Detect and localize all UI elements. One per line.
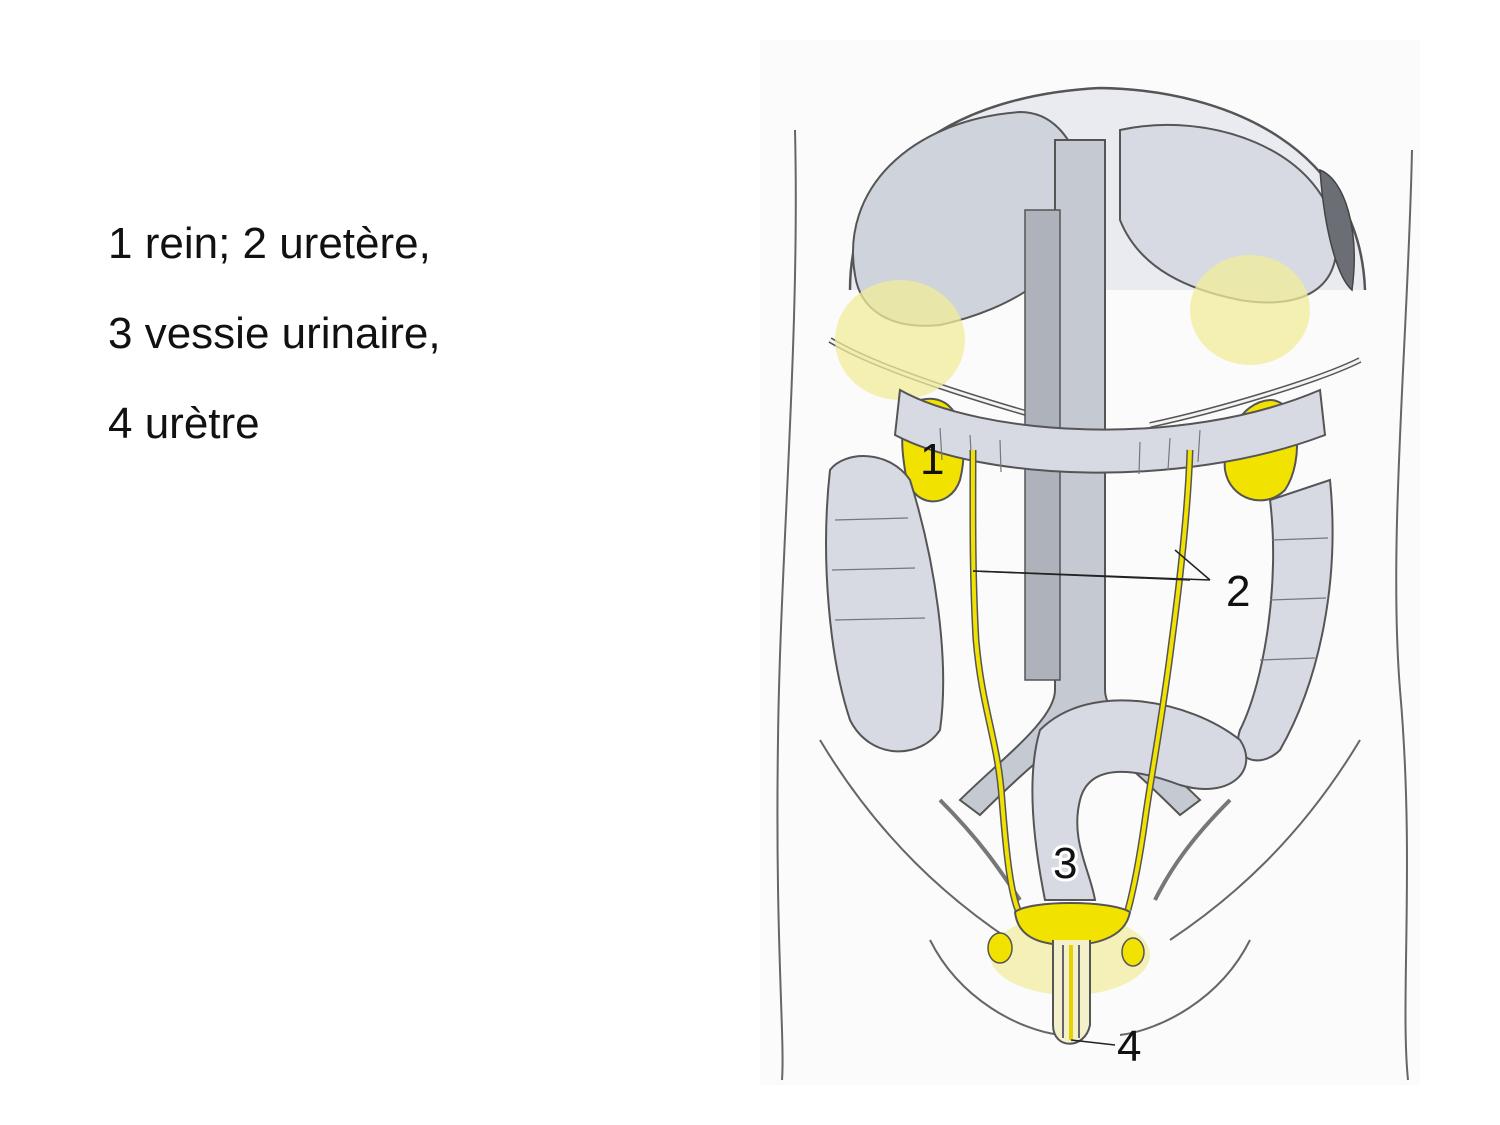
legend-line-urethra: 4 urètre — [108, 399, 260, 448]
gland-right — [1121, 937, 1145, 967]
descending-colon — [1237, 478, 1334, 762]
leader-line-urethra — [1070, 1039, 1116, 1046]
leader-line-ureter-right — [1174, 549, 1211, 581]
urinary-bladder — [1013, 902, 1132, 947]
anatomy-illustration: 1 2 3 4 — [760, 40, 1420, 1085]
colon-haustra — [831, 427, 1329, 661]
stomach — [1119, 123, 1338, 304]
rib — [1149, 358, 1361, 427]
pelvis-line-left — [819, 739, 1011, 941]
legend: 1 rein; 2 uretère, 3 vessie urinaire, 4 … — [108, 222, 668, 492]
pelvis-line-right — [1169, 739, 1361, 941]
ureter-left — [970, 449, 1020, 911]
ascending-colon — [825, 455, 945, 753]
transverse-colon — [893, 388, 1327, 474]
ureter-right — [1126, 449, 1192, 911]
pelvis-floor-right — [1119, 939, 1251, 1036]
gland-left — [987, 932, 1013, 964]
label-kidney: 1 — [920, 435, 944, 484]
pelvis-floor-left — [929, 939, 1061, 1036]
label-urethra: 4 — [1117, 1022, 1141, 1071]
kidney-upper-right-glow — [1190, 255, 1310, 365]
torso-outline-right — [1395, 149, 1413, 1081]
urinary-system-diagram: 1 2 3 4 — [760, 40, 1420, 1085]
spleen — [1319, 168, 1355, 292]
sigmoid-colon — [1031, 699, 1248, 901]
torso-outline-left — [776, 129, 797, 1081]
label-bladder: 3 — [1053, 839, 1077, 888]
leader-line-ureter-join — [972, 570, 1211, 581]
iliac-artery-right — [1153, 798, 1232, 901]
label-ureter: 2 — [1226, 567, 1250, 616]
kidney-upper-left-glow — [835, 280, 965, 400]
legend-line-bladder: 3 vessie urinaire, — [108, 309, 441, 358]
legend-line-kidney-ureter: 1 rein; 2 uretère, — [108, 219, 431, 268]
